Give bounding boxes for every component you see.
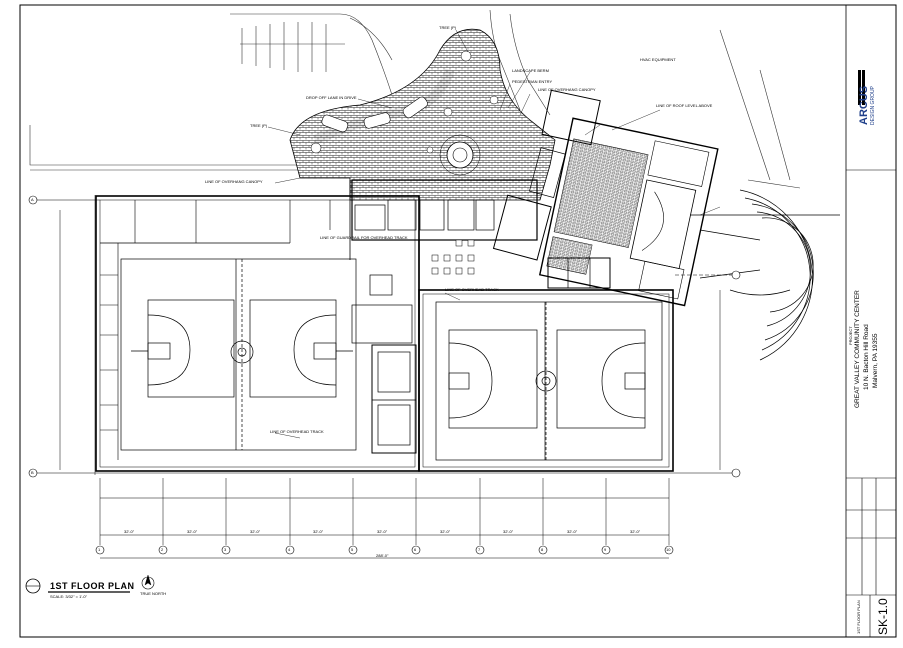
leaders bbox=[267, 29, 721, 439]
lobby-tables bbox=[431, 239, 475, 275]
firm-name: ARCUS bbox=[858, 85, 870, 125]
grid-col-3: 3 bbox=[224, 547, 227, 552]
central-core bbox=[351, 179, 538, 454]
firm-logo bbox=[858, 70, 865, 105]
dim-4: 32'-0" bbox=[313, 529, 324, 534]
grid-col-6: 6 bbox=[414, 547, 417, 552]
annotation-landscape-berm: LANDSCAPE BERM bbox=[512, 68, 549, 73]
auditorium bbox=[538, 117, 719, 307]
dim-8: 32'-0" bbox=[567, 529, 578, 534]
paved-plaza bbox=[289, 28, 556, 201]
annotation-overhang-canopy: LINE OF OVERHANG CANOPY bbox=[538, 87, 596, 92]
annotation-overhead-track: LINE OF OVERHEAD TRACK bbox=[445, 287, 499, 292]
sheet-border bbox=[19, 4, 897, 638]
west-gym-court bbox=[120, 258, 357, 451]
annotation-drop-off: DROP OFF LANE IN DRIVE bbox=[306, 95, 357, 100]
ne-rooms bbox=[492, 89, 611, 289]
annotation-overhang-canopy-2: LINE OF OVERHANG CANOPY bbox=[205, 179, 263, 184]
east-gym-court bbox=[435, 301, 663, 461]
sheet-title: 1ST FLOOR PLAN bbox=[856, 600, 861, 634]
east-wing bbox=[418, 240, 674, 472]
sheet-number: SK-1.0 bbox=[876, 598, 890, 635]
dim-7: 32'-0" bbox=[503, 529, 514, 534]
cars bbox=[321, 96, 428, 133]
trees bbox=[310, 50, 499, 154]
project-prefix: PROJECT bbox=[848, 326, 853, 345]
annotation-pedestrian-entry: PEDESTRIAN ENTRY bbox=[512, 79, 553, 84]
project-address-2: Malvern, PA 19355 bbox=[872, 333, 879, 388]
project-address-1: 10 N. Bacton Hill Road bbox=[863, 324, 870, 390]
firm-sub: DESIGN GROUP bbox=[870, 86, 876, 125]
annotation-tree-top: TREE (P) bbox=[439, 25, 457, 30]
grid-col-5: 5 bbox=[351, 547, 354, 552]
project-name: GREAT VALLEY COMMUNITY CENTER bbox=[854, 290, 861, 408]
grid-col-4: 4 bbox=[288, 547, 291, 552]
grid-col-7: 7 bbox=[478, 547, 481, 552]
dim-6: 32'-0" bbox=[440, 529, 451, 534]
annotation-guardrail: LINE OF GUARDRAIL FOR OVERHEAD TRACK bbox=[320, 235, 408, 240]
drawing-title: 1ST FLOOR PLAN bbox=[50, 581, 135, 591]
dim-total: 288'-0" bbox=[376, 553, 389, 558]
drawing-scale: SCALE: 3/32" = 1'-0" bbox=[50, 594, 88, 599]
dim-3: 32'-0" bbox=[250, 529, 261, 534]
grid-col-10: 10 bbox=[666, 547, 671, 552]
dim-1: 32'-0" bbox=[124, 529, 135, 534]
dim-9: 32'-0" bbox=[630, 529, 641, 534]
annotation-overhead-track-2: LINE OF OVERHEAD TRACK bbox=[270, 429, 324, 434]
amphitheater bbox=[690, 189, 840, 361]
annotation-hvac: HVAC EQUIPMENT bbox=[640, 57, 676, 62]
grid-row-b-label: B bbox=[31, 470, 34, 475]
title-mark bbox=[25, 574, 155, 594]
column-grid bbox=[30, 195, 736, 559]
site-lines bbox=[29, 9, 801, 189]
parking-lot bbox=[230, 13, 393, 96]
north-label: TRUE NORTH bbox=[140, 591, 167, 596]
grid-bubbles bbox=[28, 195, 741, 555]
grid-col-9: 9 bbox=[604, 547, 607, 552]
dim-2: 32'-0" bbox=[187, 529, 198, 534]
title-block-frames bbox=[846, 169, 896, 637]
annotation-roof-level: LINE OF ROOF LEVEL ABOVE bbox=[656, 103, 713, 108]
grid-col-2: 2 bbox=[161, 547, 164, 552]
grid-row-a-label: A bbox=[31, 197, 34, 202]
dim-5: 32'-0" bbox=[377, 529, 388, 534]
annotation-tree: TREE (P) bbox=[250, 123, 268, 128]
west-wing bbox=[95, 180, 420, 472]
grid-col-8: 8 bbox=[541, 547, 544, 552]
grid-col-1: 1 bbox=[98, 547, 101, 552]
